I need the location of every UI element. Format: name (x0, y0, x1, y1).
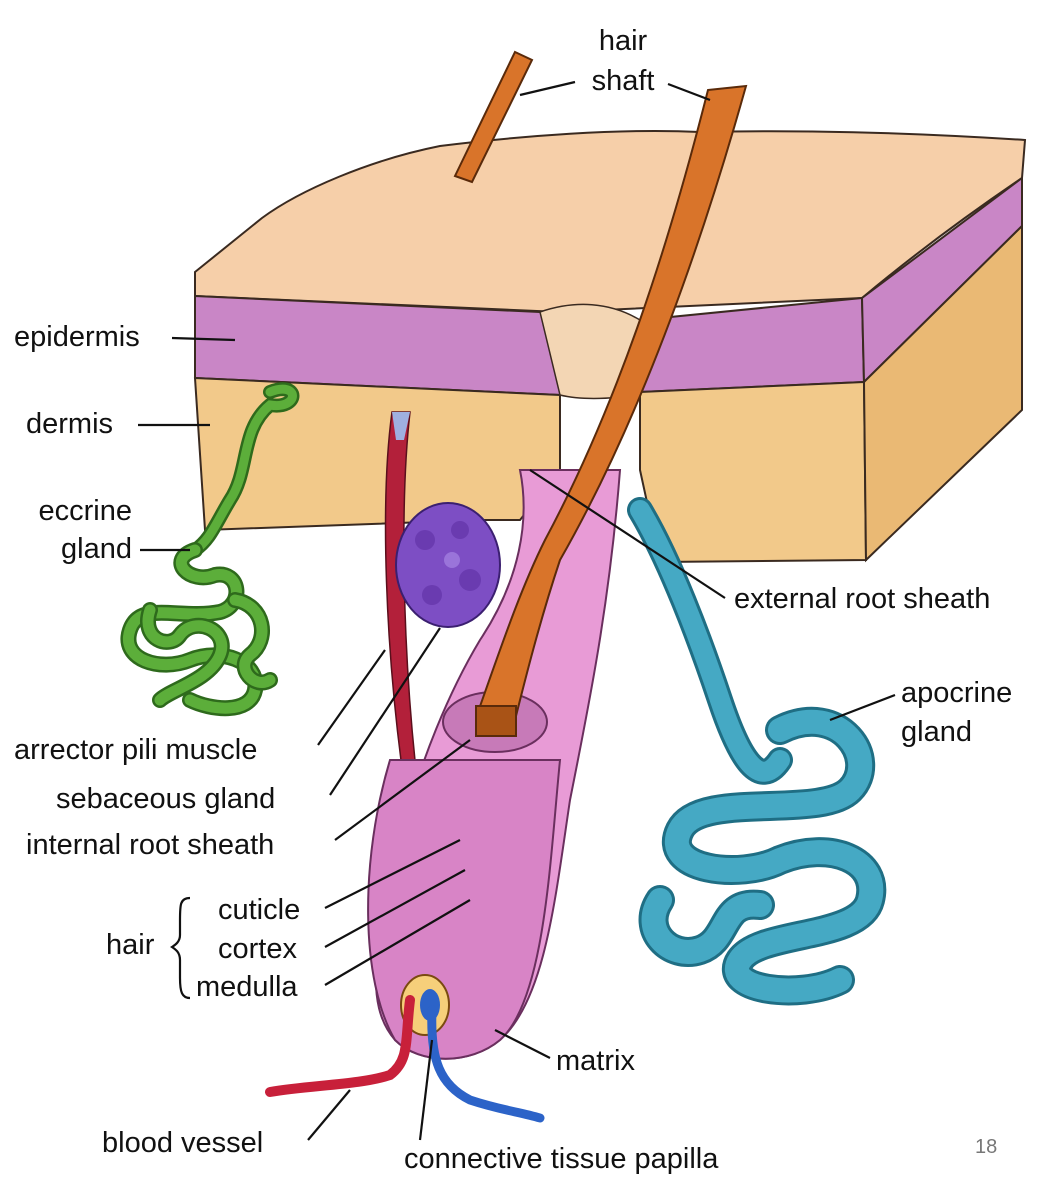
label-blood-vessel: blood vessel (102, 1127, 264, 1159)
vein (427, 1005, 545, 1123)
label-eccrine-line2: gland (61, 533, 132, 565)
label-arrector-pili-muscle: arrector pili muscle (14, 734, 258, 766)
label-medulla: medulla (196, 971, 298, 1003)
label-hair-shaft-line2: shaft (591, 65, 655, 97)
label-external-root-sheath: external root sheath (734, 583, 991, 615)
leader-lines (138, 80, 896, 1141)
eccrine-coil (120, 542, 278, 717)
eccrine-duct-inner (190, 384, 297, 555)
label-hair-shaft-line1: hair (598, 25, 648, 57)
label-cortex: cortex (218, 933, 297, 965)
label-sebaceous-gland: sebaceous gland (56, 783, 276, 815)
dermis-side (862, 223, 1023, 563)
dermis-layer-right (639, 380, 868, 564)
page-number: 18 (975, 1136, 998, 1158)
label-eccrine-line1: eccrine (38, 495, 133, 527)
label-apocrine-line1: apocrine (901, 677, 1013, 709)
arrector-pili-tip (392, 412, 410, 440)
label-dermis: dermis (26, 408, 114, 440)
label-apocrine-line2: gland (901, 716, 972, 748)
hair-cut-end (475, 705, 517, 737)
hair-shaft-left (453, 50, 534, 184)
label-cuticle: cuticle (218, 894, 301, 926)
label-matrix: matrix (556, 1045, 635, 1077)
hair-brace (170, 896, 191, 1000)
label-epidermis: epidermis (14, 321, 140, 353)
label-internal-root-sheath: internal root sheath (26, 829, 275, 861)
follicle-bulb (367, 759, 562, 1060)
label-connective-tissue-papilla: connective tissue papilla (404, 1143, 719, 1175)
sebaceous-gland (395, 502, 501, 628)
label-hair: hair (106, 929, 155, 961)
artery (265, 995, 415, 1097)
